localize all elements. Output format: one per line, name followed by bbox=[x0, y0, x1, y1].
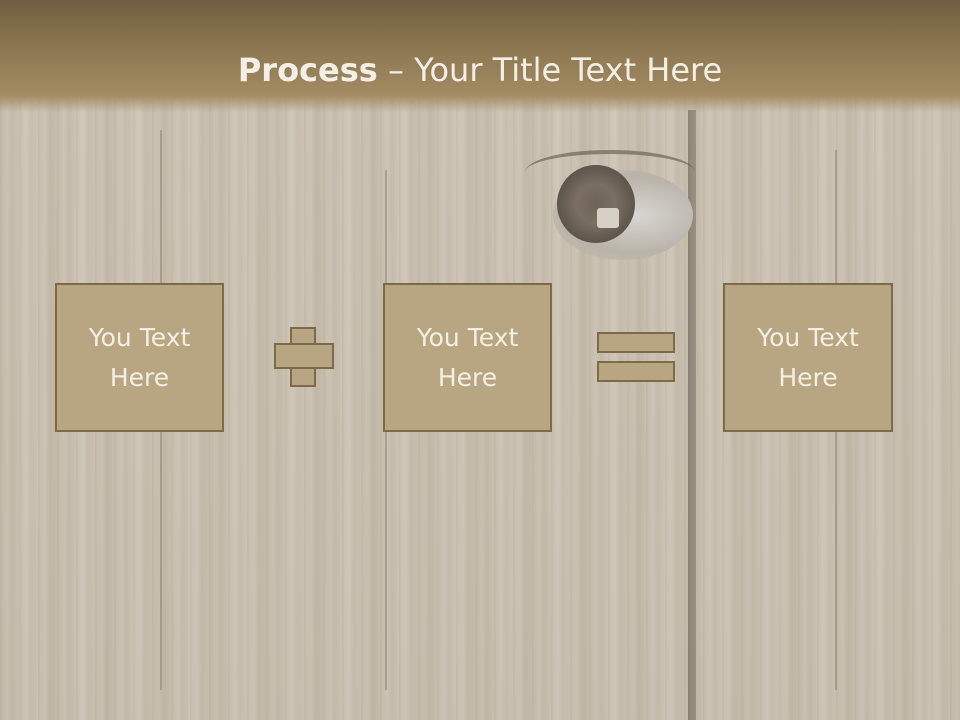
slide-title[interactable]: Process – Your Title Text Here bbox=[0, 50, 960, 90]
peeking-eye-image bbox=[505, 110, 695, 310]
eyelid bbox=[525, 150, 695, 194]
eye-highlight bbox=[597, 208, 619, 228]
title-bar: Process – Your Title Text Here bbox=[0, 0, 960, 112]
process-step-box-2[interactable]: You Text Here bbox=[383, 283, 552, 432]
equals-icon bbox=[597, 332, 675, 353]
title-bold-part: Process bbox=[237, 51, 378, 89]
plus-icon-center bbox=[292, 345, 314, 367]
process-result-box[interactable]: You Text Here bbox=[723, 283, 893, 432]
eye-iris bbox=[557, 165, 635, 243]
title-rest-part: – Your Title Text Here bbox=[377, 51, 723, 89]
process-step-box-1[interactable]: You Text Here bbox=[55, 283, 224, 432]
plank-gap bbox=[688, 110, 696, 720]
equals-icon-bar bbox=[597, 361, 675, 382]
